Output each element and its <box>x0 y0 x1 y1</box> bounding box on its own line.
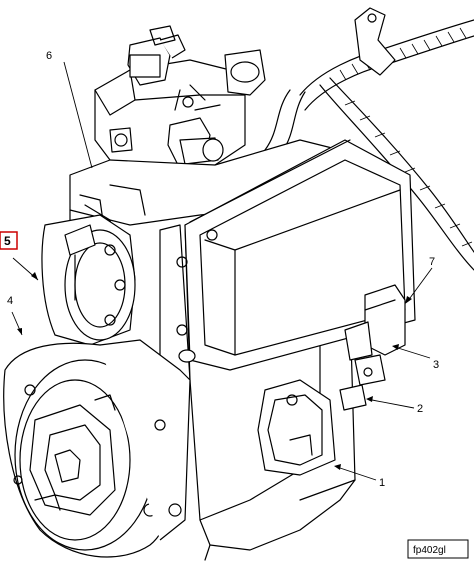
callout-label-3: 3 <box>433 359 439 371</box>
control-module <box>176 139 416 371</box>
callout-label-7: 7 <box>429 256 435 268</box>
end-cover <box>41 214 136 346</box>
callout-6: 6 <box>46 50 52 62</box>
drive-flange <box>3 339 191 558</box>
callout-4: 4 <box>7 295 13 307</box>
control-valve-block <box>94 25 266 171</box>
sensor-connector <box>339 284 406 411</box>
callout-label-4: 4 <box>7 295 13 307</box>
callout-7: 7 <box>429 256 435 268</box>
callout-label-5: 5 <box>4 234 11 248</box>
callout-5-highlight-box <box>0 231 18 250</box>
callout-label-1: 1 <box>379 477 385 489</box>
callout-1: 1 <box>379 477 385 489</box>
mounting-bracket <box>257 379 336 476</box>
callout-2: 2 <box>417 403 423 415</box>
callout-5: 5 <box>0 231 18 250</box>
figure-id-box: fp402gl <box>407 539 469 559</box>
callout-3: 3 <box>433 359 439 371</box>
wiring-harness <box>264 7 474 271</box>
leader-lines <box>11 61 433 481</box>
figure-id-label: fp402gl <box>413 545 446 556</box>
callout-label-2: 2 <box>417 403 423 415</box>
callout-label-6: 6 <box>46 50 52 62</box>
